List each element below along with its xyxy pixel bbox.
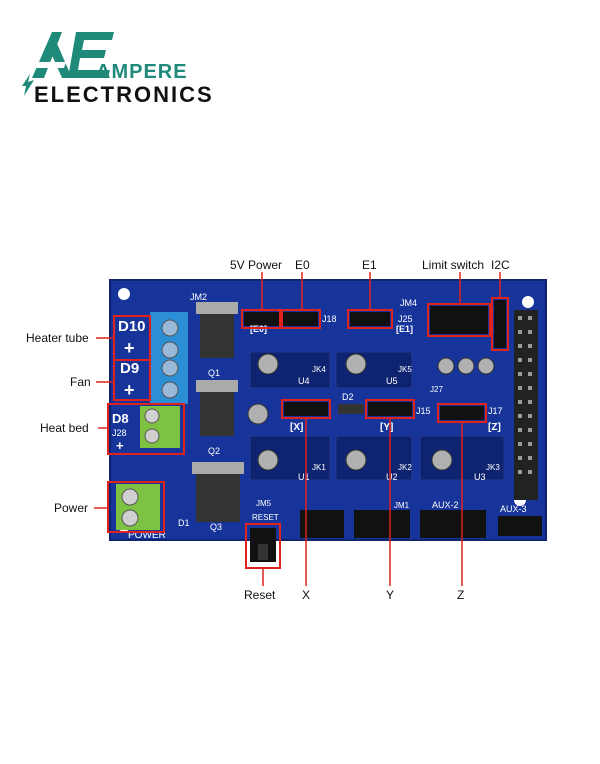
silk-power: POWER: [128, 530, 166, 541]
silk-d10-plus: +: [124, 338, 135, 358]
terminal-power: [116, 484, 160, 530]
silk-jk5: JK5: [398, 365, 412, 374]
logo-ampere-text: AMPERE: [96, 61, 188, 83]
highlight-heat-bed: [107, 403, 185, 455]
silk-d2: D2: [342, 392, 354, 402]
silk-q3: Q3: [210, 522, 222, 532]
silk-u1: U1: [298, 472, 310, 482]
highlight-power: [107, 481, 165, 533]
silk-j25: J25: [398, 314, 413, 324]
label-heat-bed: Heat bed: [40, 421, 89, 435]
silk-d8: D8: [112, 411, 129, 426]
silk-z: [Z]: [488, 422, 501, 433]
silk-u4: U4: [298, 376, 310, 386]
label-z: Z: [457, 588, 465, 602]
label-fan: Fan: [70, 375, 91, 389]
label-e0: E0: [295, 258, 310, 272]
company-logo: AMPERE ELECTRONICS: [22, 32, 214, 107]
silk-jk3: JK3: [486, 463, 500, 472]
highlight-fan: [113, 359, 151, 401]
silk-u5: U5: [386, 376, 398, 386]
label-e1: E1: [362, 258, 377, 272]
label-reset: Reset: [244, 588, 276, 602]
silk-x: [X]: [290, 422, 303, 433]
silk-jm2: JM2: [190, 292, 207, 302]
label-x: X: [302, 588, 311, 602]
silk-u3: U3: [474, 472, 486, 482]
silk-j17: J17: [488, 406, 503, 416]
silk-j28: J28: [112, 428, 127, 438]
label-i2c: I2C: [491, 258, 510, 272]
silk-j18: J18: [322, 314, 337, 324]
silk-jm5: JM5: [256, 499, 272, 508]
silk-jk2: JK2: [398, 463, 412, 472]
silk-d8-plus: +: [116, 438, 124, 453]
label-5v-power: 5V Power: [230, 258, 283, 272]
silk-u2: U2: [386, 472, 398, 482]
silk-jm4: JM4: [400, 298, 417, 308]
silk-d1: D1: [178, 518, 190, 528]
silk-d9-plus: +: [124, 380, 135, 400]
logo-electronics-text: ELECTRONICS: [34, 82, 214, 107]
silk-jk4: JK4: [312, 365, 326, 374]
label-heater-tube: Heater tube: [26, 331, 89, 345]
silk-j15: J15: [416, 406, 431, 416]
silk-aux3: AUX-3: [500, 504, 527, 514]
silk-jm1: JM1: [394, 501, 410, 510]
logo-mark-icon: [22, 32, 114, 96]
silk-d10: D10: [118, 318, 146, 335]
label-y: Y: [386, 588, 395, 602]
silk-q1: Q1: [208, 368, 220, 378]
silk-d9: D9: [120, 360, 139, 377]
label-power: Power: [54, 501, 89, 515]
label-limit-switch: Limit switch: [422, 258, 485, 272]
silk-aux2: AUX-2: [432, 500, 459, 510]
highlight-limit-switch: [427, 303, 491, 337]
silk-jk1: JK1: [312, 463, 326, 472]
silk-q2: Q2: [208, 446, 220, 456]
silk-e1: [E1]: [396, 324, 413, 334]
silk-reset: RESET: [252, 513, 279, 522]
silk-y: [Y]: [380, 422, 393, 433]
silk-j27: J27: [430, 385, 443, 394]
highlight-e0: [279, 309, 321, 329]
